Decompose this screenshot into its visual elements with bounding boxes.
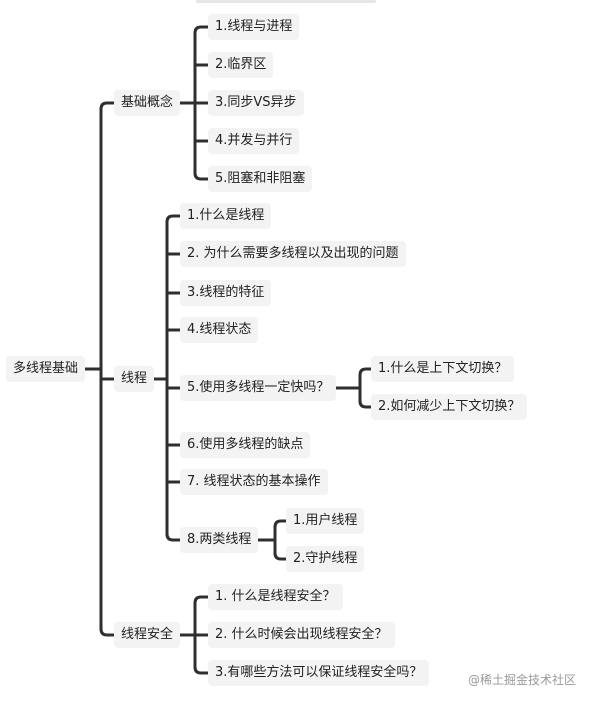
node-critical-section[interactable]: 2.临界区: [208, 52, 274, 78]
node-thread-features[interactable]: 3.线程的特征: [180, 280, 272, 306]
thread-bracket-twig-0: [165, 214, 182, 224]
node-thread-vs-process[interactable]: 1.线程与进程: [208, 14, 300, 40]
node-what-is-thread[interactable]: 1.什么是线程: [180, 203, 272, 229]
branch-thread-safety[interactable]: 线程安全: [114, 622, 181, 648]
faster-bracket-twig-0: [358, 367, 373, 377]
basic-bracket-twig-0: [193, 25, 210, 35]
types-bracket-twig-1: [273, 551, 288, 561]
node-is-multithreading-faster[interactable]: 5.使用多线程一定快吗？: [180, 375, 337, 401]
node-sync-vs-async[interactable]: 3.同步VS异步: [208, 90, 304, 116]
thread-bracket-twig-7: [165, 532, 182, 542]
node-daemon-thread[interactable]: 2.守护线程: [286, 546, 365, 572]
top-scroll-edge: [196, 0, 376, 3]
node-ways-ensure-thread-safety[interactable]: 3.有哪些方法可以保证线程安全吗？: [208, 660, 430, 686]
branch-thread[interactable]: 线程: [114, 366, 155, 392]
safety-bracket-twig-2: [193, 665, 210, 675]
types-bracket-twig-0: [273, 519, 288, 529]
basic-bracket-twig-4: [193, 171, 210, 181]
node-blocking-nonblocking[interactable]: 5.阻塞和非阻塞: [208, 166, 313, 192]
safety-bracket-twig-0: [193, 595, 210, 605]
faster-bracket-twig-1: [358, 399, 373, 409]
node-multithreading-drawbacks[interactable]: 6.使用多线程的缺点: [180, 432, 311, 458]
node-what-is-thread-safety[interactable]: 1. 什么是线程安全？: [208, 584, 343, 610]
node-user-thread[interactable]: 1.用户线程: [286, 508, 365, 534]
root-node[interactable]: 多线程基础: [6, 356, 86, 382]
branch-basic-concepts[interactable]: 基础概念: [114, 90, 181, 116]
root-bracket-twig-2: [99, 627, 116, 637]
node-what-is-context-switch[interactable]: 1.什么是上下文切换？: [371, 356, 515, 382]
watermark-juejin: @稀土掘金技术社区: [468, 673, 577, 687]
node-two-thread-types[interactable]: 8.两类线程: [180, 527, 259, 553]
node-thread-states[interactable]: 4.线程状态: [180, 317, 259, 343]
node-why-multithreading[interactable]: 2. 为什么需要多线程以及出现的问题: [180, 241, 406, 267]
node-thread-basic-ops[interactable]: 7. 线程状态的基本操作: [180, 469, 328, 495]
root-bracket-twig-0: [99, 101, 116, 111]
node-concurrency-parallelism[interactable]: 4.并发与并行: [208, 128, 300, 154]
node-when-thread-unsafe[interactable]: 2. 什么时候会出现线程安全？: [208, 622, 395, 648]
node-reduce-context-switch[interactable]: 2.如何减少上下文切换？: [371, 394, 528, 420]
